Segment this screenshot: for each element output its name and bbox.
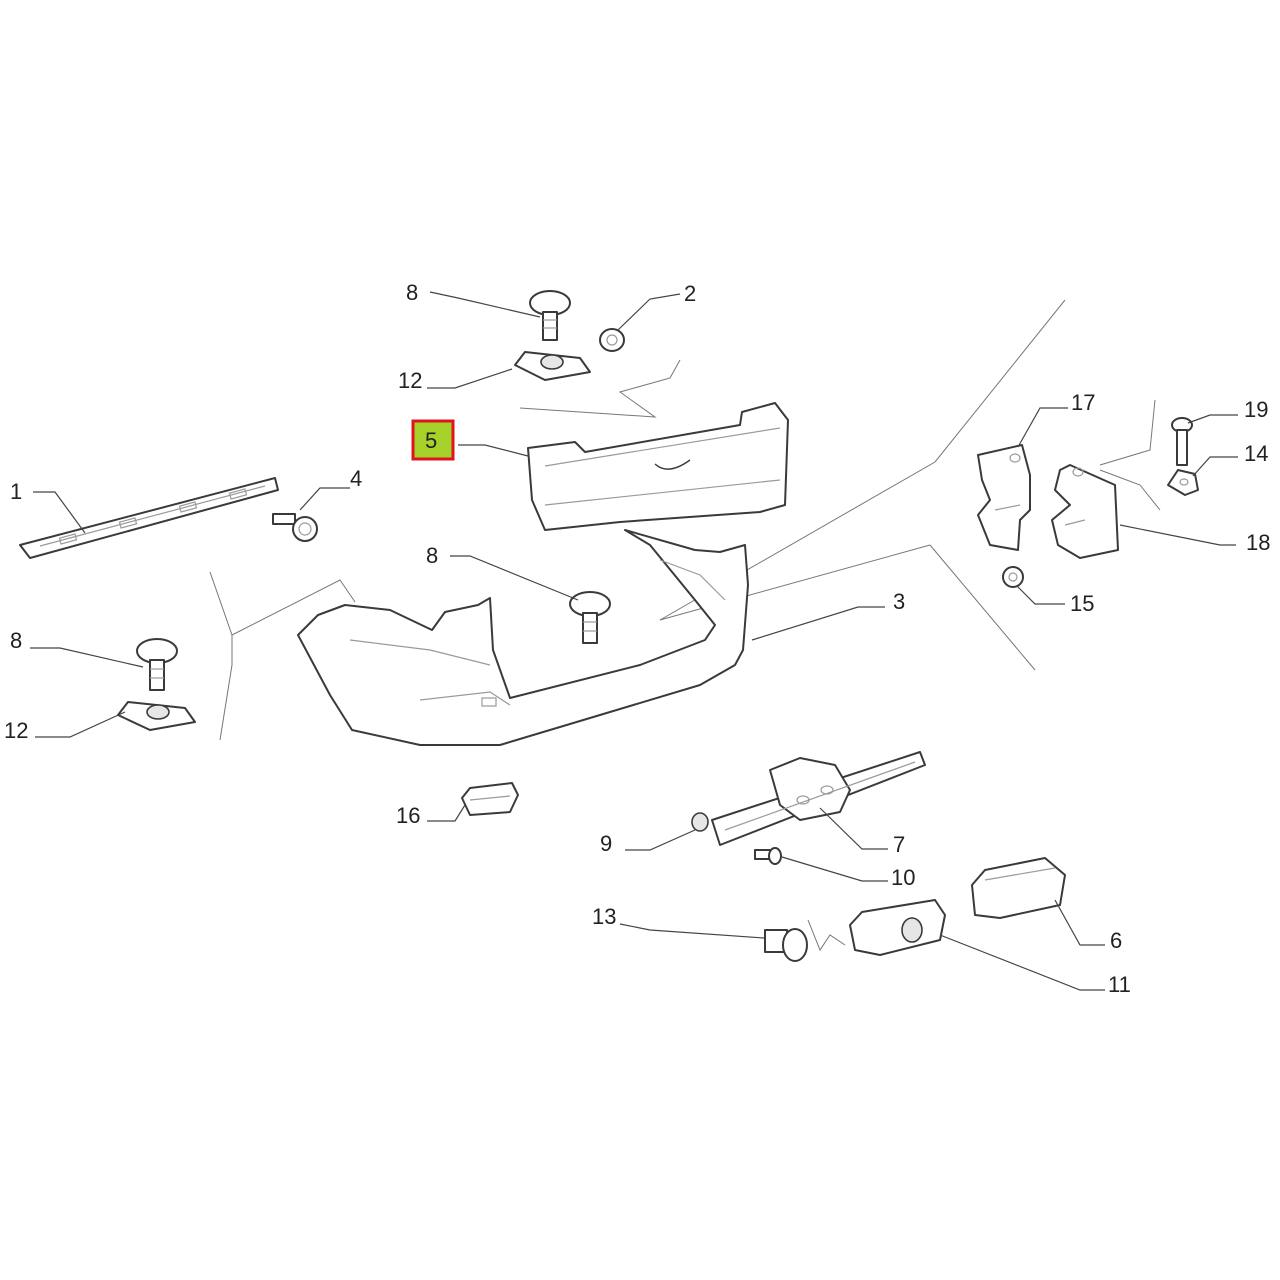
part-8-clip-middle xyxy=(569,591,611,644)
part-16-reflector xyxy=(461,782,519,816)
part-15-nut xyxy=(1002,566,1024,588)
part-9-washer xyxy=(691,812,709,832)
part-8-clip-top xyxy=(529,290,571,341)
callout-5-highlight: 5 xyxy=(411,419,455,461)
callout-11: 11 xyxy=(1108,972,1131,997)
part-18-bracket xyxy=(1051,464,1119,559)
part-3-bumper-shell xyxy=(297,529,749,746)
part-6-cover xyxy=(971,857,1066,919)
callout-15: 15 xyxy=(1070,591,1094,616)
part-10-bolt xyxy=(754,847,782,865)
part-11-cover xyxy=(849,899,946,956)
part-1-reinforcement-strip xyxy=(19,477,279,559)
callout-14: 14 xyxy=(1244,441,1268,466)
callout-4: 4 xyxy=(350,466,362,491)
part-5-trim-panel xyxy=(527,402,789,531)
part-8-clip-left xyxy=(136,638,178,691)
callout-3: 3 xyxy=(893,589,905,614)
part-19-screw xyxy=(1171,417,1193,466)
callout-18: 18 xyxy=(1246,530,1270,555)
callout-5: 5 xyxy=(425,428,437,453)
callout-10: 10 xyxy=(891,865,915,890)
part-12-plate-top xyxy=(514,351,591,381)
part-2-nut xyxy=(599,328,625,352)
callout-9: 9 xyxy=(600,831,612,856)
callout-19: 19 xyxy=(1244,397,1268,422)
highlight-box xyxy=(411,419,455,461)
leader-lines xyxy=(30,291,1238,991)
part-13-plug xyxy=(764,928,808,962)
callout-12-left: 12 xyxy=(4,718,28,743)
callout-17: 17 xyxy=(1071,390,1095,415)
callout-16: 16 xyxy=(396,803,420,828)
callout-1: 1 xyxy=(10,479,22,504)
assembly-guides xyxy=(209,299,1161,952)
part-4-bolt xyxy=(272,513,318,542)
callout-8-middle: 8 xyxy=(426,543,438,568)
part-7-tow-bracket xyxy=(711,751,926,846)
part-14-clip-nut xyxy=(1167,469,1199,496)
part-17-bracket xyxy=(977,444,1031,551)
callout-8-left: 8 xyxy=(10,628,22,653)
callout-labels: 1 4 8 2 12 8 3 8 12 16 17 19 14 18 15 9 … xyxy=(4,280,1270,997)
callout-7: 7 xyxy=(893,832,905,857)
callout-2: 2 xyxy=(684,281,696,306)
callout-8-top: 8 xyxy=(406,280,418,305)
part-12-plate-left xyxy=(117,701,196,731)
callout-12-top: 12 xyxy=(398,368,422,393)
callout-13: 13 xyxy=(592,904,616,929)
callout-6: 6 xyxy=(1110,928,1122,953)
